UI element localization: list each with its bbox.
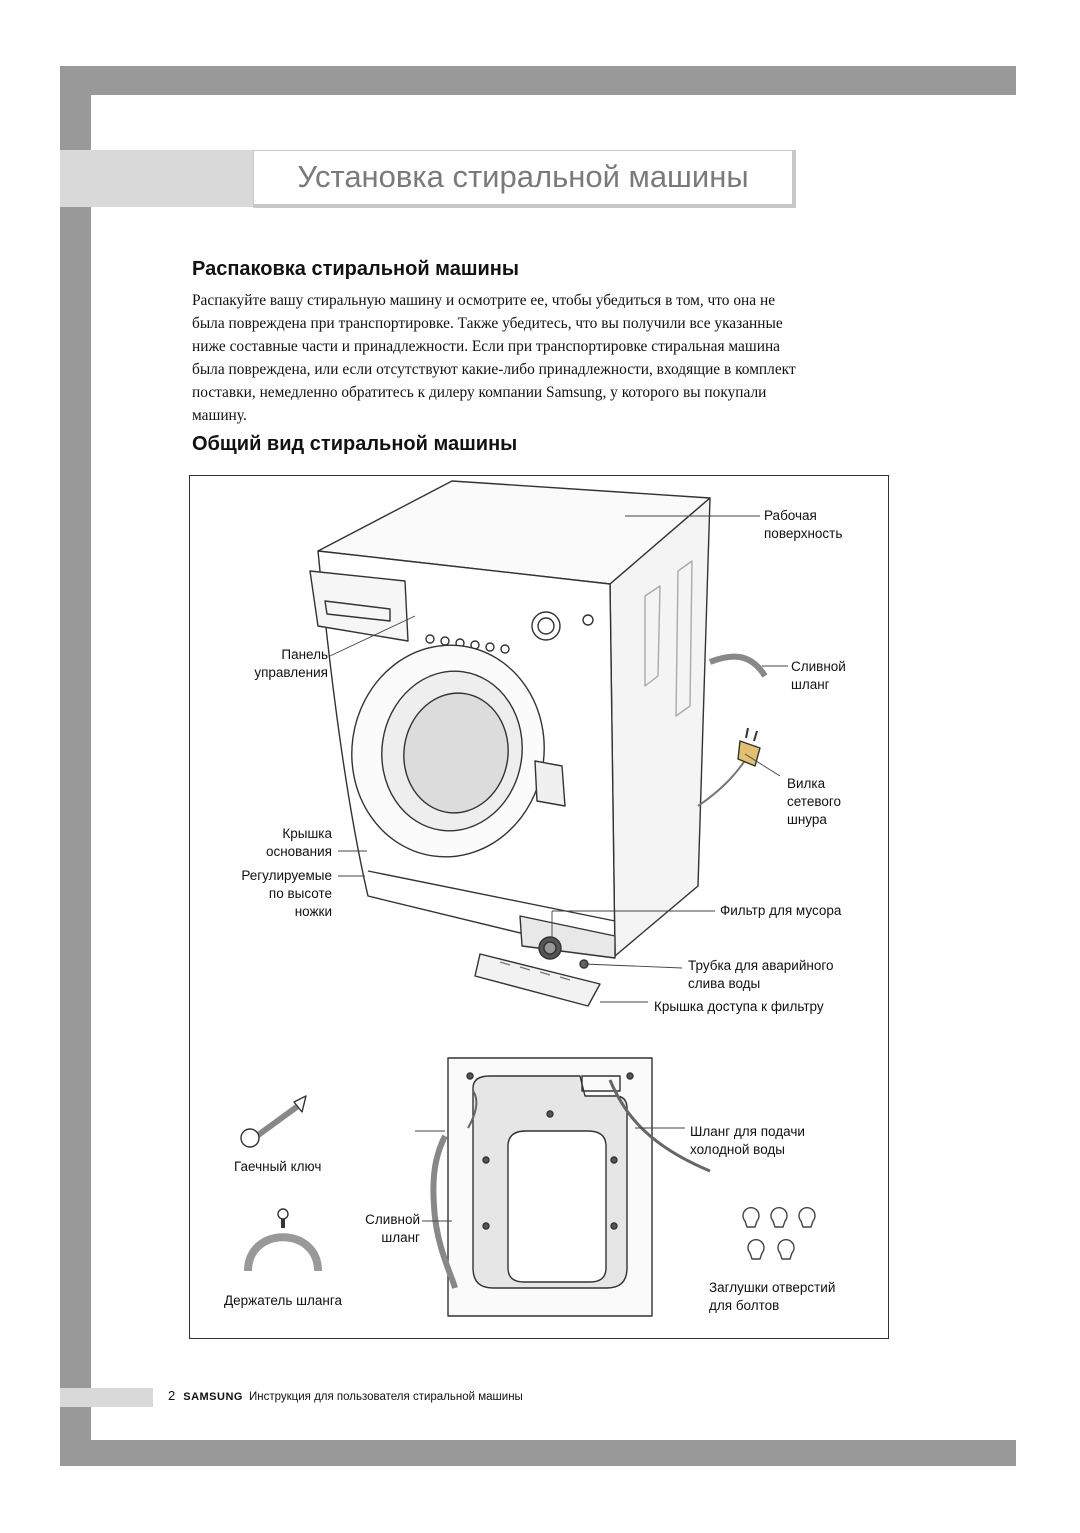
label-cold-water-hose: Шланг для подачи холодной воды bbox=[690, 1124, 805, 1157]
label-bolt-caps: Заглушки отверстий для болтов bbox=[709, 1280, 836, 1313]
paragraph-line: Распакуйте вашу стиральную машину и осмо… bbox=[192, 292, 776, 309]
label-wrench: Гаечный ключ bbox=[234, 1159, 322, 1174]
label-hose-holder: Держатель шланга bbox=[224, 1293, 342, 1308]
paragraph-line: ниже составные части и принадлежности. Е… bbox=[192, 338, 781, 355]
title-shade bbox=[60, 150, 253, 207]
label-filter-cover: Крышка доступа к фильтру bbox=[654, 999, 824, 1014]
section-heading-unpacking: Распаковка стиральной машины bbox=[192, 258, 519, 280]
label-control-panel: Панель управления bbox=[254, 647, 328, 680]
label-power-plug: Вилка сетевого шнура bbox=[787, 776, 842, 827]
paragraph-line: была повреждена, или если отсутствуют ка… bbox=[192, 361, 796, 378]
page-frame-top bbox=[60, 66, 1016, 95]
label-work-surface: Рабочая поверхность bbox=[764, 508, 843, 541]
washer-diagram: Рабочая поверхность Панель управления Сл… bbox=[189, 475, 889, 1339]
label-emergency-drain: Трубка для аварийного слива воды bbox=[688, 958, 834, 991]
footer-shade bbox=[60, 1388, 153, 1407]
label-debris-filter: Фильтр для мусора bbox=[720, 903, 842, 918]
page-frame-bottom bbox=[91, 1440, 1016, 1466]
washer-illustration bbox=[240, 480, 816, 1317]
page-title: Установка стиральной машины bbox=[297, 159, 749, 194]
label-drain-hose-rear: Сливной шланг bbox=[365, 1212, 420, 1245]
label-adjustable-feet: Регулируемые по высоте ножки bbox=[241, 868, 332, 919]
section-heading-overview: Общий вид стиральной машины bbox=[192, 433, 518, 455]
brand-logo: SAMSUNG bbox=[183, 1391, 243, 1403]
paragraph-line: поставки, немедленно обратитесь к дилеру… bbox=[192, 384, 767, 401]
page-frame-left bbox=[60, 66, 91, 1466]
footer: 2 SAMSUNG Инструкция для пользователя стир… bbox=[168, 1388, 523, 1403]
label-drain-hose: Сливной шланг bbox=[791, 659, 846, 692]
paragraph-line: машину. bbox=[192, 407, 247, 424]
footer-text: Инструкция для пользователя стиральной м… bbox=[248, 1391, 523, 1403]
page-number: 2 bbox=[168, 1388, 176, 1403]
label-base-cover: Крышка основания bbox=[265, 826, 332, 859]
title-box: Установка стиральной машины bbox=[253, 150, 796, 208]
unpacking-paragraph: Распакуйте вашу стиральную машину и осмо… bbox=[192, 289, 892, 427]
paragraph-line: была повреждена при транспортировке. Так… bbox=[192, 315, 783, 332]
